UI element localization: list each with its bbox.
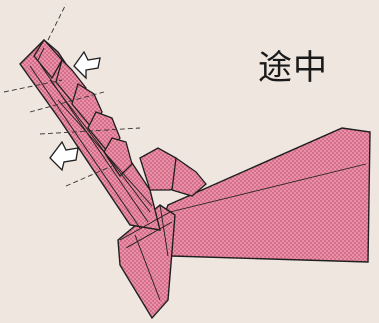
push-arrow-lower <box>49 140 79 172</box>
base-flap-lines <box>119 204 173 257</box>
dashed-guides <box>3 3 141 187</box>
wing-fold-line <box>169 163 367 213</box>
pleat-teeth <box>33 38 207 197</box>
caption-text: 途中 <box>258 48 328 88</box>
arm-fold-lines <box>29 47 153 229</box>
base-inner-line <box>134 234 161 301</box>
push-arrow-upper <box>73 50 101 80</box>
